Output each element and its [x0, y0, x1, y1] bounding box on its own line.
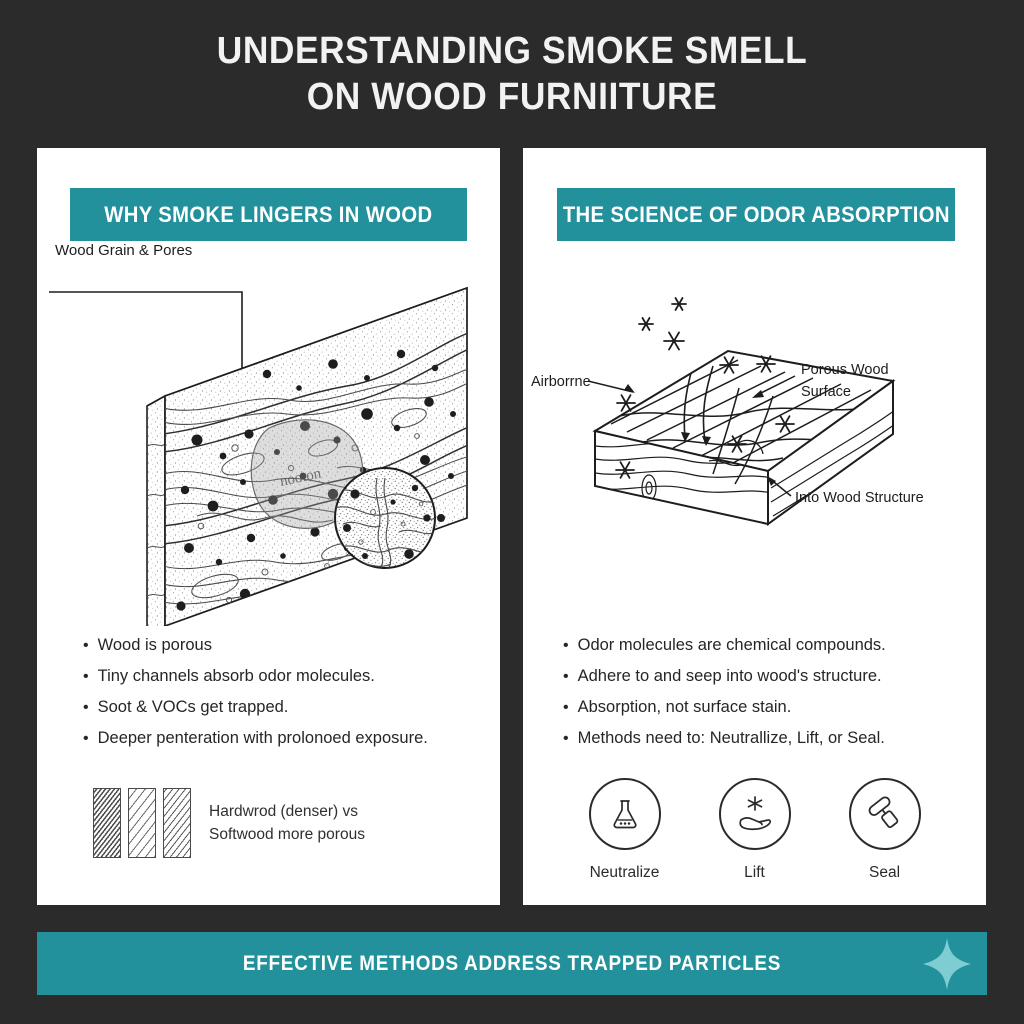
- wood-caption-line-1: Hardwrod (denser) vs: [209, 803, 359, 820]
- airborne-label: Airborrne: [531, 374, 591, 390]
- right-bullet-list: •Odor molecules are chemical compounds. …: [523, 630, 986, 754]
- list-item-text: Absorption, not surface stain.: [577, 698, 792, 716]
- method-lift[interactable]: Lift: [718, 778, 791, 882]
- method-neutralize[interactable]: Neutralize: [588, 778, 661, 882]
- panel-header-right: THE SCIENCE OF ODOR ABSORPTION: [557, 188, 955, 241]
- list-item: • Soot & VOCs get trapped.: [83, 692, 474, 723]
- porous-surface-leader-line: [752, 375, 796, 398]
- method-label: Neutralize: [589, 864, 660, 881]
- hand-sparkle-icon: [738, 796, 771, 831]
- method-label: Seal: [868, 864, 901, 881]
- panel-header-left: WHY SMOKE LINGERS IN WOOD: [70, 188, 467, 241]
- porous-surface-label-line2: Surface: [801, 384, 851, 400]
- panel-science-of-odor-absorption: THE SCIENCE OF ODOR ABSORPTION: [523, 148, 986, 905]
- magnified-detail-circle: [334, 467, 436, 569]
- bullet-dot-icon: •: [83, 730, 89, 747]
- bullet-dot-icon: •: [83, 637, 89, 654]
- panel-header-right-label: THE SCIENCE OF ODOR ABSORPTION: [562, 201, 950, 227]
- bullet-dot-icon: •: [563, 699, 569, 716]
- flask-icon-circle: [588, 778, 661, 850]
- footer-banner: EFFECTIVE METHODS ADDRESS TRAPPED PARTIC…: [37, 932, 987, 995]
- panels-container: WHY SMOKE LINGERS IN WOOD: [37, 148, 987, 905]
- wood-swatch-hardwood: [93, 788, 121, 858]
- list-item-text: Methods need to: Neutrallize, Lift, or S…: [577, 729, 885, 747]
- method-seal[interactable]: Seal: [848, 778, 921, 882]
- into-wood-structure-label: Into Wood Structure: [795, 490, 924, 506]
- page-title: UNDERSTANDING SMOKE SMELL ON WOOD FURNII…: [0, 28, 1024, 120]
- list-item: • Methods need to: Neutrallize, Lift, or …: [563, 723, 960, 754]
- panel-header-left-label: WHY SMOKE LINGERS IN WOOD: [104, 201, 433, 227]
- list-item-text: Tiny channels absorb odor molecules.: [97, 667, 375, 685]
- bullet-dot-icon: •: [563, 668, 569, 685]
- wood-swatch-softwood: [128, 788, 156, 858]
- sparkle-star-icon: [923, 937, 971, 990]
- page-title-line-2: ON WOOD FURNIITURE: [306, 76, 718, 118]
- left-bullet-list: • Wood is porous • Tiny channels absorb od…: [37, 630, 500, 754]
- wood-comparison-caption: Hardwrod (denser) vs Softwood more porou…: [209, 800, 365, 846]
- airborne-leader-line: [587, 380, 635, 393]
- list-item: • Odor molecules are chemical compounds.: [563, 630, 960, 661]
- list-item-text: Wood is porous: [97, 636, 212, 654]
- hardwood-softwood-comparison: Hardwrod (denser) vs Softwood more porou…: [93, 788, 365, 858]
- list-item: • Wood is porous: [83, 630, 474, 661]
- odor-absorption-diagram: Airborrne Porous Wood Surface Into Wood …: [523, 256, 986, 626]
- bullet-dot-icon: •: [83, 668, 89, 685]
- paint-roller-icon: [868, 796, 898, 829]
- wood-grain-diagram: nooton: [37, 242, 500, 626]
- list-item: • Absorption, not surface stain.: [563, 692, 960, 723]
- porous-surface-label-line1: Porous Wood: [801, 362, 889, 378]
- bullet-dot-icon: •: [563, 730, 569, 747]
- method-label: Lift: [744, 864, 765, 881]
- footer-banner-text: EFFECTIVE METHODS ADDRESS TRAPPED PARTIC…: [242, 951, 782, 975]
- methods-icon-row: Neutralize Lift: [523, 778, 986, 882]
- paint-roller-icon-circle: [848, 778, 921, 850]
- list-item-text: Adhere to and seep into wood's structure…: [577, 667, 882, 685]
- list-item-text: Deeper penteration with prolonoed exposu…: [97, 729, 428, 747]
- list-item: • Adhere to and seep into wood's structur…: [563, 661, 960, 692]
- bullet-dot-icon: •: [563, 637, 569, 654]
- list-item-text: Odor molecules are chemical compounds.: [577, 636, 886, 654]
- wood-swatch-medium: [163, 788, 191, 858]
- into-structure-leader-line: [767, 476, 792, 497]
- wood-grain-pores-label: Wood Grain & Pores: [55, 242, 193, 259]
- hand-sparkle-icon-circle: [718, 778, 791, 850]
- list-item-text: Soot & VOCs get trapped.: [97, 698, 289, 716]
- page-title-line-1: UNDERSTANDING SMOKE SMELL: [216, 30, 808, 72]
- flask-icon: [612, 800, 637, 829]
- panel-why-smoke-lingers: WHY SMOKE LINGERS IN WOOD: [37, 148, 500, 905]
- list-item: • Tiny channels absorb odor molecules.: [83, 661, 474, 692]
- wood-density-swatches: [93, 788, 191, 858]
- list-item: • Deeper penteration with prolonoed expos…: [83, 723, 474, 754]
- wood-caption-line-2: Softwood more porous: [209, 826, 365, 843]
- bullet-dot-icon: •: [83, 699, 89, 716]
